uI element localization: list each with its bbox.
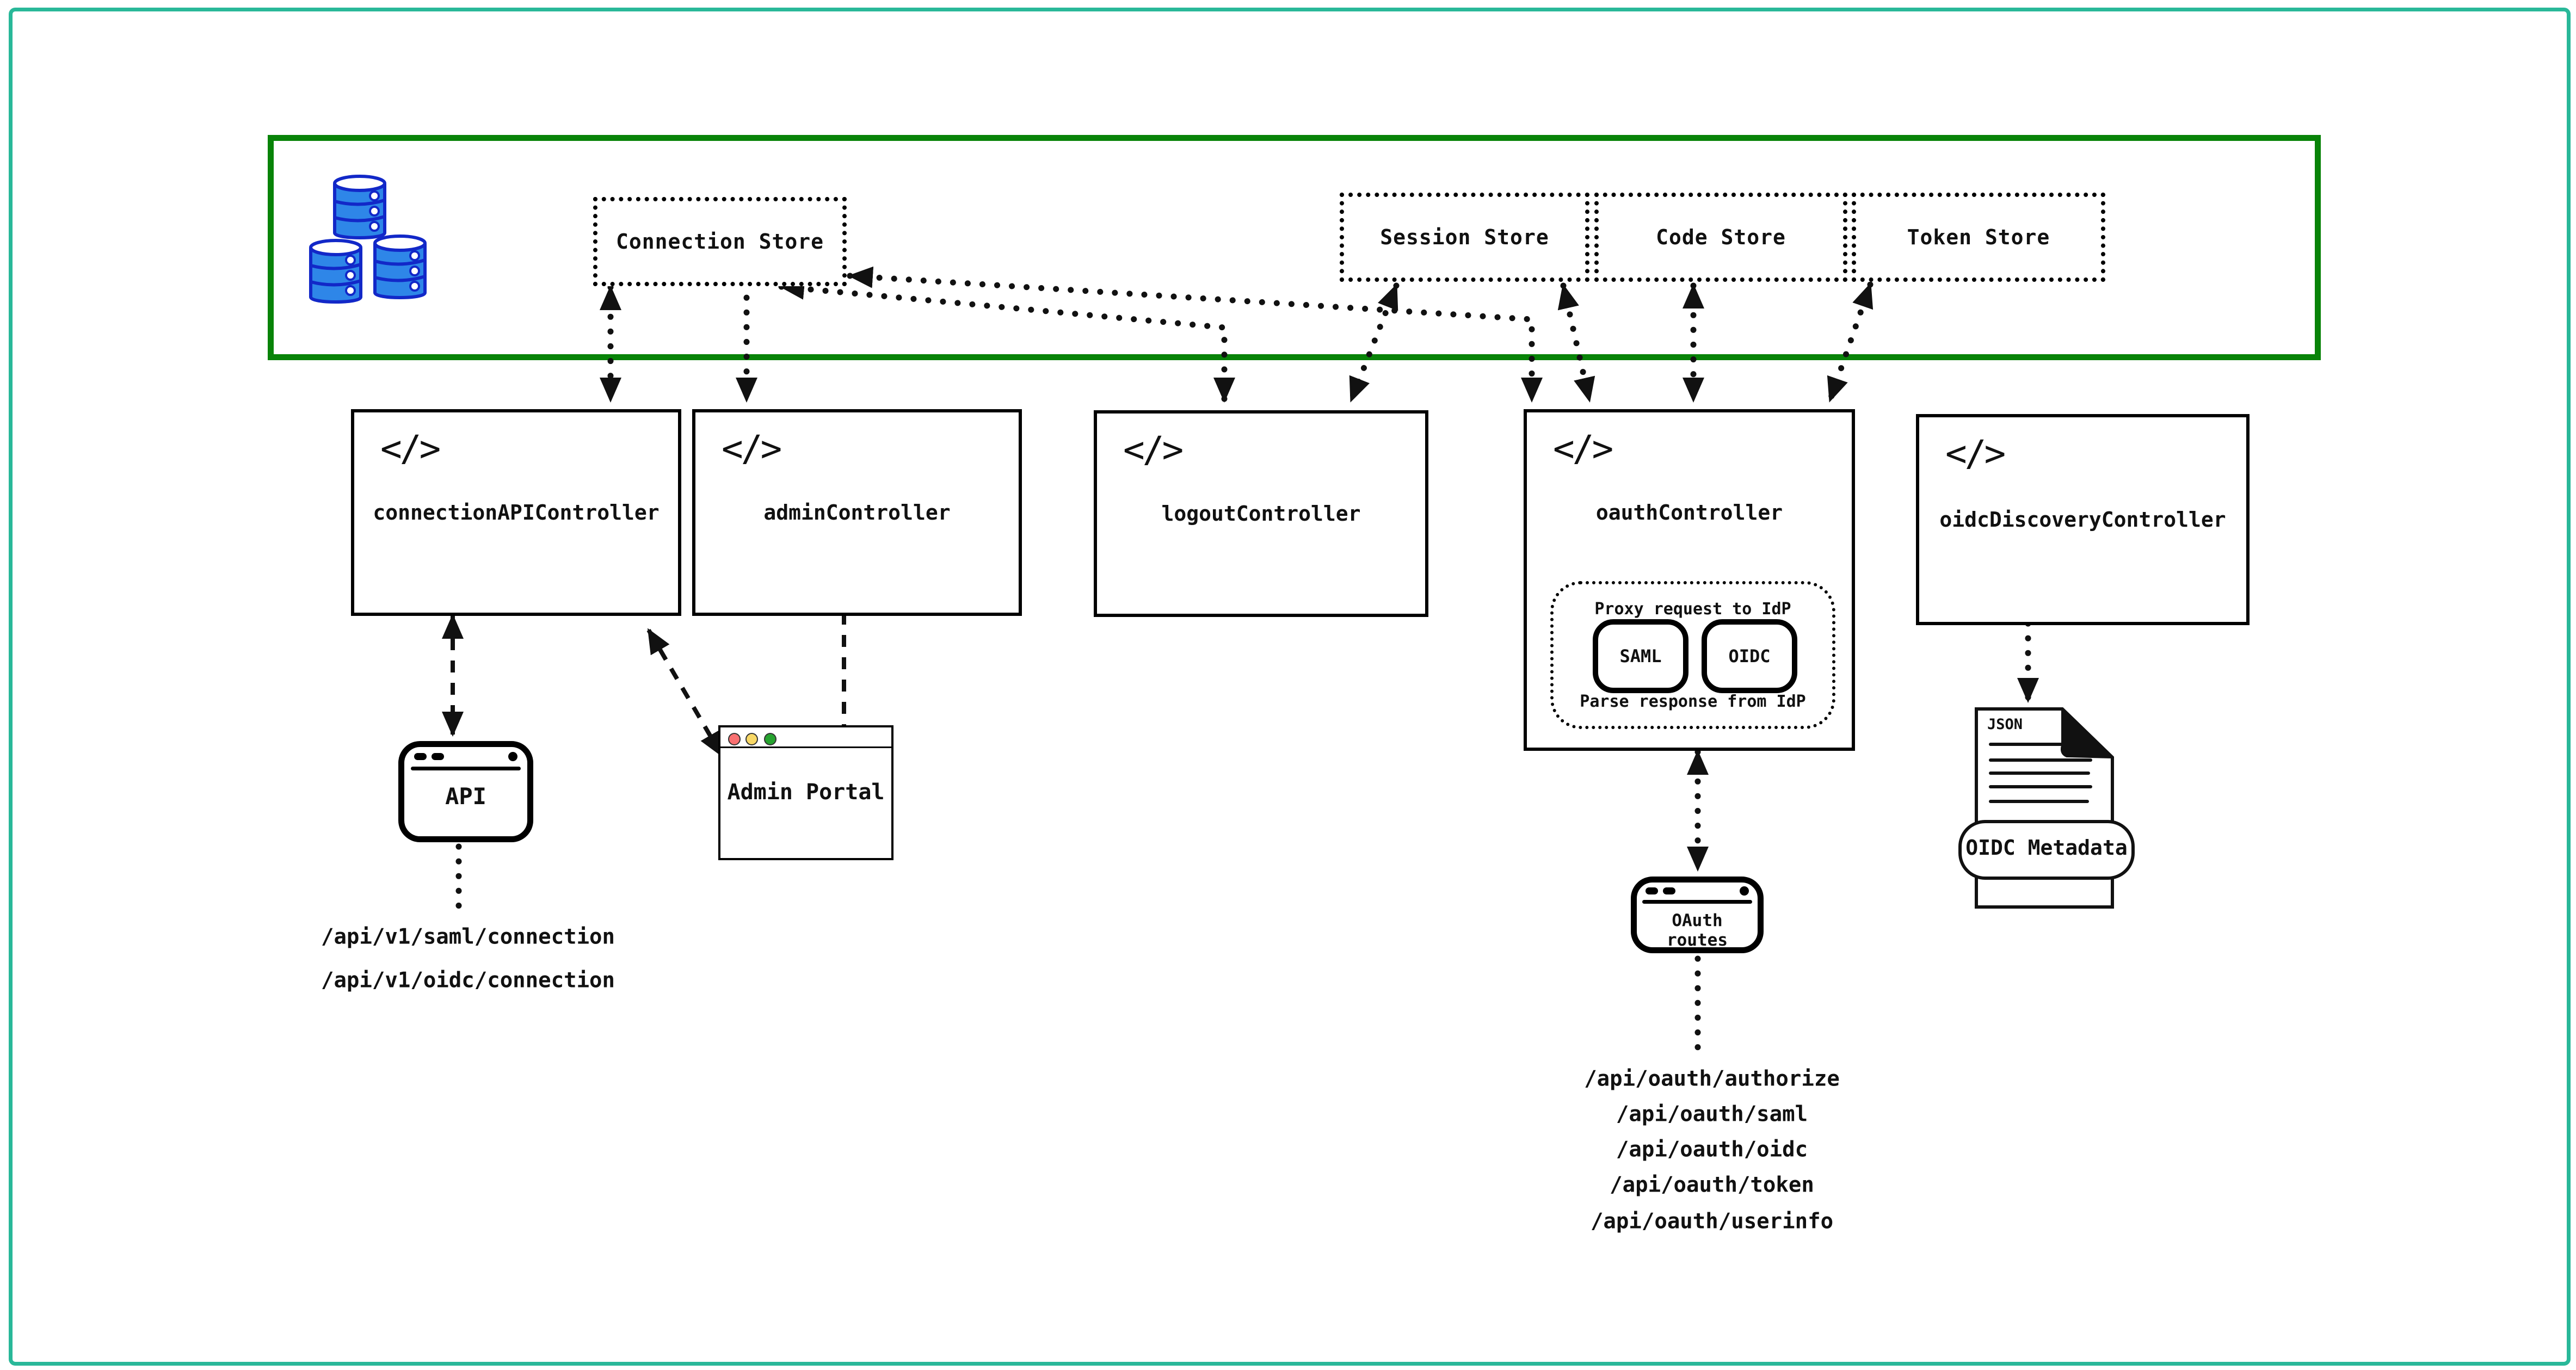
api-route-path: /api/v1/saml/connection (321, 924, 615, 949)
window-dot-icon (508, 752, 517, 761)
code-icon: </> (1123, 429, 1184, 471)
arrow-connectionapi-adminportal (646, 628, 724, 757)
controller-connection-api-label: connectionAPIController (373, 501, 660, 524)
store-connection-label: Connection Store (615, 230, 824, 254)
api-window-label: API (445, 783, 486, 810)
database-stack-icon (309, 175, 427, 304)
oauth-route-path: /api/oauth/oidc (1616, 1137, 1808, 1162)
store-code-label: Code Store (1656, 225, 1786, 249)
store-token-label: Token Store (1907, 225, 2050, 249)
code-icon: </> (722, 428, 782, 470)
store-session-label: Session Store (1380, 225, 1549, 249)
oidc-label: OIDC (1728, 646, 1771, 667)
oauth-routes-window-icon: OAuth routes (1631, 877, 1764, 953)
api-window-icon: API (398, 741, 533, 842)
oidc-metadata-banner-label: OIDC Metadata (1965, 836, 2128, 860)
controller-connection-api: </> connectionAPIController (351, 409, 681, 616)
saml-label: SAML (1619, 646, 1662, 667)
json-doc-type-label: JSON (1987, 716, 2023, 733)
oauth-route-path: /api/oauth/authorize (1584, 1066, 1840, 1091)
store-token: Token Store (1852, 193, 2105, 282)
controller-logout: </> logoutController (1094, 410, 1428, 617)
oauth-route-path: /api/oauth/saml (1616, 1102, 1808, 1127)
traffic-light-green-icon (764, 733, 777, 745)
code-icon: </> (1945, 433, 2006, 474)
arrow-oauth-connectionstore (847, 266, 1543, 404)
window-dash-icon (1646, 887, 1658, 894)
arrow-logout-connectionstore (778, 277, 1235, 404)
api-route-path: /api/v1/oidc/connection (321, 968, 615, 993)
controller-logout-label: logoutController (1161, 502, 1361, 526)
controller-oauth-label: oauthController (1595, 501, 1783, 524)
controller-oidc-discovery-label: oidcDiscoveryController (1939, 508, 2226, 532)
traffic-light-red-icon (728, 733, 741, 745)
saml-box: SAML (1593, 619, 1688, 693)
arrow-tokenstore-oauth (1827, 281, 1874, 404)
controller-admin-label: adminController (763, 501, 951, 524)
oidc-box: OIDC (1702, 619, 1797, 693)
controller-oauth: </> oauthController Proxy request to IdP… (1524, 409, 1855, 751)
code-icon: </> (1553, 428, 1613, 470)
page-border (9, 8, 2571, 1366)
oauth-route-path: /api/oauth/token (1610, 1172, 1814, 1198)
oauth-routes-window-label: OAuth routes (1667, 911, 1728, 950)
admin-portal-window-icon: Admin Portal (718, 725, 893, 860)
admin-portal-label: Admin Portal (727, 780, 885, 805)
store-connection: Connection Store (593, 197, 847, 286)
controller-oidc-discovery: </> oidcDiscoveryController (1916, 414, 2250, 625)
window-titlebar-line (411, 767, 521, 770)
proxy-request-label: Proxy request to IdP (1594, 600, 1791, 619)
store-session: Session Store (1340, 193, 1589, 282)
window-dash-icon (414, 753, 427, 760)
arrow-sessionstore-logout (1348, 282, 1400, 404)
store-code: Code Store (1594, 193, 1847, 282)
window-dot-icon (1740, 886, 1749, 896)
admin-portal-titlebar (720, 727, 891, 748)
window-dash-icon (432, 753, 444, 760)
traffic-light-yellow-icon (745, 733, 758, 745)
parse-response-label: Parse response from IdP (1580, 692, 1806, 711)
controller-admin: </> adminController (692, 409, 1022, 616)
window-dot-icon (1663, 887, 1675, 894)
idp-proxy-group: Proxy request to IdP SAML OIDC Parse res… (1550, 581, 1835, 729)
json-document-icon (1958, 707, 2135, 909)
arrow-sessionstore-oauth (1557, 282, 1595, 404)
oauth-route-path: /api/oauth/userinfo (1590, 1209, 1834, 1234)
code-icon: </> (380, 428, 441, 470)
window-titlebar-line (1642, 900, 1752, 904)
